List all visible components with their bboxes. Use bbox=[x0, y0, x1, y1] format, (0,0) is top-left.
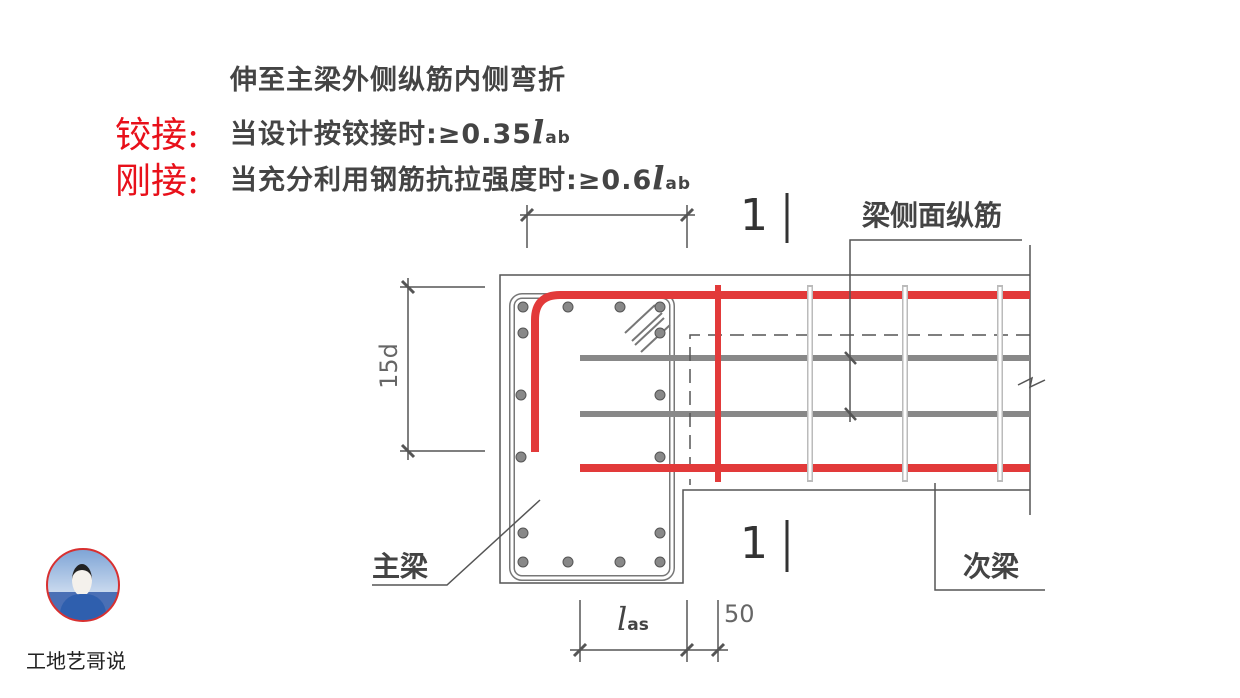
dim-las-label: las bbox=[617, 600, 649, 638]
dim-15d-lines bbox=[400, 278, 485, 460]
lab-symbol: l bbox=[532, 113, 546, 151]
note-hinged: 当设计按铰接时:≥0.35lab bbox=[230, 112, 571, 151]
avatar-shoulders bbox=[60, 594, 106, 620]
note-rigid-text: 当充分利用钢筋抗拉强度时:≥0.6 bbox=[230, 165, 653, 196]
main-beam-leader bbox=[372, 499, 541, 586]
avatar-person-icon bbox=[72, 564, 92, 596]
beam-outline bbox=[499, 274, 1030, 584]
secondary-stirrups-inner bbox=[808, 287, 1002, 480]
secondary-beam-leader bbox=[934, 483, 1045, 591]
note-bend-rule: 伸至主梁外侧纵筋内侧弯折 bbox=[230, 65, 566, 96]
section-mark-bottom: 1 bbox=[740, 518, 768, 569]
lab-subscript: ab bbox=[545, 128, 571, 148]
lab-symbol: l bbox=[652, 159, 666, 197]
lab-subscript: ab bbox=[665, 174, 692, 194]
author-avatar bbox=[46, 548, 120, 622]
section-mark-top: 1 bbox=[740, 190, 768, 241]
author-name: 工地艺哥说 bbox=[26, 649, 126, 673]
break-mark bbox=[1017, 376, 1046, 389]
top-dimension bbox=[519, 205, 695, 248]
main-beam-bars bbox=[515, 301, 666, 568]
side-bar-leader-ticks bbox=[844, 351, 857, 421]
dashed-outline bbox=[689, 334, 1030, 485]
bottom-dimension bbox=[570, 600, 728, 662]
main-beam-label: 主梁 bbox=[372, 550, 429, 583]
dim-15d-label: 15d bbox=[374, 343, 403, 389]
rigid-annotation: 刚接: bbox=[115, 161, 200, 202]
secondary-beam-label: 次梁 bbox=[963, 550, 1020, 583]
las-symbol: l bbox=[617, 600, 628, 638]
note-hinged-text: 当设计按铰接时:≥0.35 bbox=[230, 119, 533, 150]
top-rebar bbox=[531, 291, 1030, 452]
stirrup-hook bbox=[624, 304, 671, 353]
las-subscript: as bbox=[627, 615, 649, 635]
side-bar-label: 梁侧面纵筋 bbox=[862, 199, 1003, 232]
side-bar-leader bbox=[849, 239, 1022, 422]
dim-50-label: 50 bbox=[724, 600, 755, 628]
note-rigid: 当充分利用钢筋抗拉强度时:≥0.6lab bbox=[230, 158, 691, 197]
hinged-annotation: 铰接: bbox=[115, 115, 200, 156]
